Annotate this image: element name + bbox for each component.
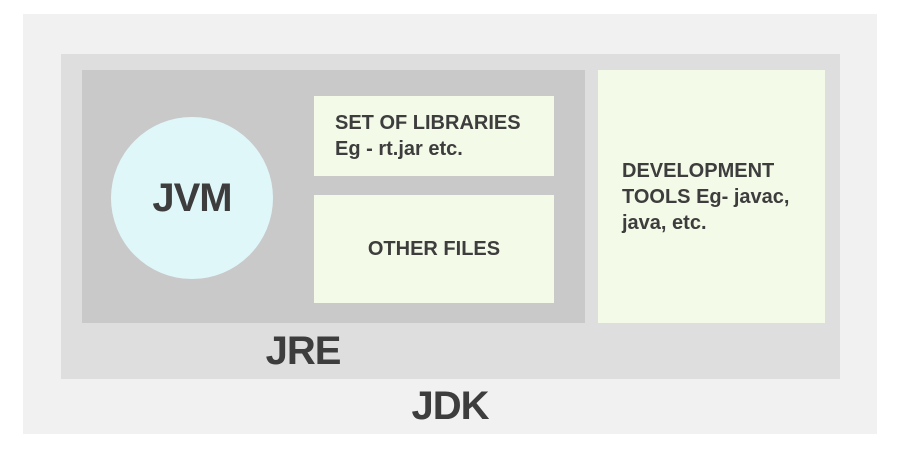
development-tools-line1: DEVELOPMENT bbox=[622, 159, 775, 182]
other-files-box: OTHER FILES bbox=[314, 195, 554, 303]
set-of-libraries-title: SET OF LIBRARIES bbox=[335, 112, 521, 134]
development-tools-box: DEVELOPMENT TOOLS Eg- javac, java, etc. bbox=[598, 70, 825, 323]
jre-label: JRE bbox=[265, 328, 342, 373]
jvm-label: JVM bbox=[152, 175, 232, 220]
development-tools-line2: TOOLS Eg- javac, bbox=[622, 185, 790, 208]
jdk-label: JDK bbox=[411, 384, 489, 428]
other-files-label: OTHER FILES bbox=[367, 238, 501, 260]
set-of-libraries-box: SET OF LIBRARIES Eg - rt.jar etc. bbox=[314, 96, 554, 176]
set-of-libraries-example: Eg - rt.jar etc. bbox=[335, 138, 463, 160]
jvm-circle: JVM bbox=[111, 117, 273, 279]
development-tools-line3: java, etc. bbox=[622, 211, 707, 234]
